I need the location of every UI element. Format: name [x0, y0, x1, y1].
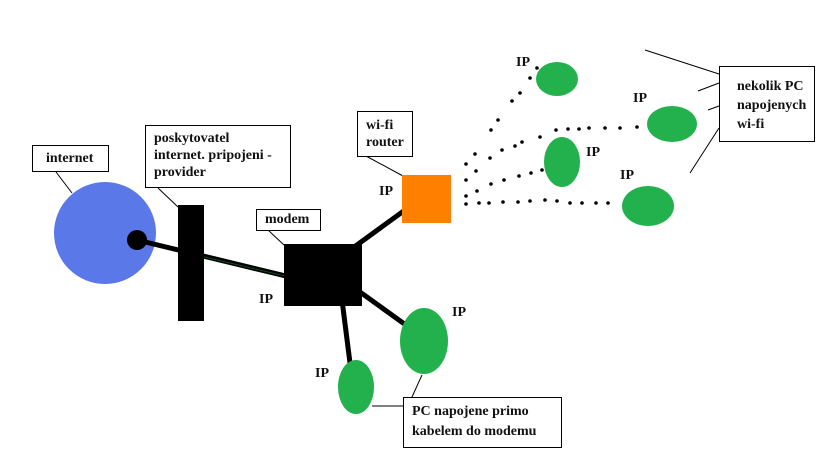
provider-label: poskytovatel internet. pripojeni - provi… [145, 125, 291, 188]
wired-pcs-label-line: kabelem do modemu [412, 424, 537, 439]
wired-pcs-label: PC napojene primo kabelem do modemu [403, 397, 562, 448]
wifi-dot [502, 178, 506, 182]
pc-wifi-4 [622, 186, 674, 226]
modem-router-cable [348, 207, 407, 253]
wired-leader-line-1 [411, 374, 423, 398]
wifi-dot [528, 76, 532, 80]
wifi-pcs-label-line: nekolik PC [737, 79, 804, 94]
wifi-dot [517, 174, 521, 178]
wifi-dot [477, 201, 481, 205]
wifi-dot [510, 99, 514, 103]
internet-label-text: internet [46, 151, 94, 166]
router-label-line: router [366, 135, 404, 150]
wifi-dot [488, 156, 492, 160]
ip-label: IP [379, 184, 393, 199]
wifi-dot [529, 171, 533, 175]
router-label-line: wi-fi [366, 118, 394, 133]
wifi-dot [473, 152, 477, 156]
wifi-dot [618, 126, 622, 130]
pc-wifi-3 [544, 137, 580, 187]
wifi-leader-line-2 [697, 82, 720, 92]
wifi-dot [513, 144, 517, 148]
wifi-pcs-label: nekolik PC napojenych wi-fi [719, 66, 815, 142]
provider-leader-line [157, 187, 179, 208]
pc-wifi-2 [647, 106, 697, 142]
wifi-leader-line-4 [689, 127, 720, 174]
wifi-dot [635, 125, 639, 129]
wifi-dot [464, 178, 468, 182]
ip-label: IP [315, 366, 329, 381]
wired-pcs-label-line: PC napojene primo [412, 404, 529, 419]
wifi-dot [464, 162, 468, 166]
provider-label-line: provider [154, 165, 206, 180]
wifi-dot [475, 189, 479, 193]
wifi-dot [496, 118, 500, 122]
wifi-router [402, 175, 451, 223]
modem-pc2-cable [339, 299, 353, 364]
wifi-dot [489, 182, 493, 186]
provider-label-line: internet. pripojeni - [154, 148, 272, 163]
wifi-dot [577, 127, 581, 131]
ip-label: IP [452, 305, 466, 320]
modem-label: modem [256, 209, 321, 231]
wifi-dot [603, 126, 607, 130]
provider-label-line: poskytovatel [154, 131, 230, 146]
wifi-signal-dots [464, 66, 639, 206]
pc-wired-1 [400, 308, 448, 374]
internet-label: internet [32, 145, 109, 172]
ip-label: IP [259, 292, 273, 307]
wifi-dot [464, 194, 468, 198]
wifi-leader-line-1 [644, 49, 720, 75]
wifi-dot [555, 199, 559, 203]
wifi-dot [535, 66, 539, 70]
wifi-dot [594, 201, 598, 205]
internet-globe [54, 182, 156, 284]
cable-highlight [199, 255, 286, 277]
wifi-dot [587, 126, 591, 130]
wifi-dot [580, 201, 584, 205]
wifi-dot [566, 127, 570, 131]
modem-device [284, 244, 362, 306]
wifi-dot [518, 91, 522, 95]
ip-label: IP [586, 145, 600, 160]
wifi-leader-line-3 [707, 105, 720, 111]
wifi-dot [487, 201, 491, 205]
modem-pc1-cable [358, 289, 412, 331]
wifi-dot [568, 201, 572, 205]
wifi-dot [528, 199, 532, 203]
wifi-dot [540, 168, 544, 172]
wifi-dot [474, 169, 478, 173]
connection-node [127, 230, 147, 250]
wifi-dot [464, 202, 468, 206]
wifi-dot [516, 200, 520, 204]
wifi-dot [501, 200, 505, 204]
pc-wired-2 [338, 360, 374, 414]
internet-leader-line [55, 171, 73, 194]
ip-label: IP [516, 55, 530, 70]
wifi-pcs-label-line: wi-fi [737, 117, 765, 132]
wifi-dot [606, 201, 610, 205]
wifi-dot [520, 140, 524, 144]
provider-device [178, 205, 204, 321]
router-leader-line [365, 155, 404, 177]
wifi-dot [538, 135, 542, 139]
wifi-dot [554, 128, 558, 132]
wifi-dot [500, 148, 504, 152]
wifi-dot [543, 198, 547, 202]
modem-label-text: modem [265, 212, 310, 227]
ip-label: IP [620, 168, 634, 183]
wifi-pcs-label-line: napojenych [737, 98, 807, 113]
wifi-dot [489, 128, 493, 132]
modem-leader-line [267, 229, 285, 246]
ip-label: IP [633, 91, 647, 106]
pc-wifi-1 [536, 62, 578, 96]
router-label: wi-fi router [357, 111, 413, 157]
